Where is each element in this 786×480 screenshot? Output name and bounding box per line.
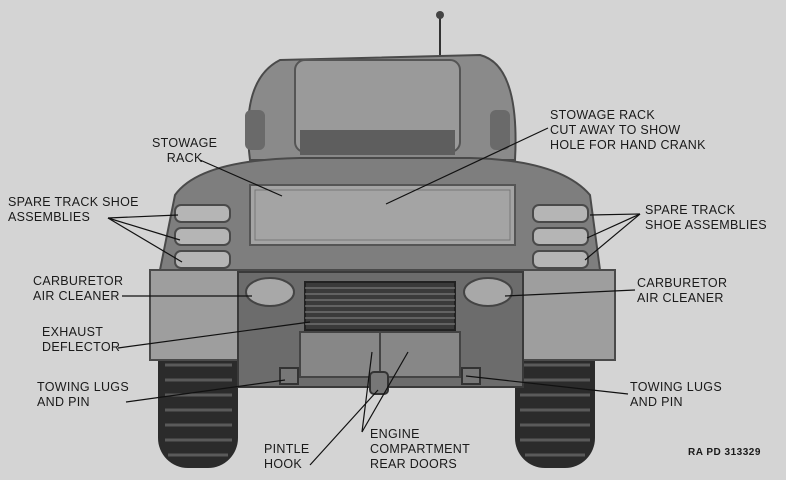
- turret: [245, 53, 517, 161]
- spare-track-shoes-right: [532, 204, 589, 269]
- towing-lug-left: [279, 367, 299, 385]
- upper-hull: [158, 157, 602, 271]
- air-cleaner-left: [245, 277, 295, 307]
- right-track: [515, 330, 595, 468]
- reference-number: RA PD 313329: [688, 447, 761, 458]
- engine-rear-doors: [299, 331, 461, 378]
- air-cleaner-right: [463, 277, 513, 307]
- spare-track-shoes-left: [174, 204, 231, 269]
- leader-lines: [107, 127, 641, 466]
- pintle-hook: [369, 371, 389, 395]
- exhaust-deflector: [304, 281, 456, 331]
